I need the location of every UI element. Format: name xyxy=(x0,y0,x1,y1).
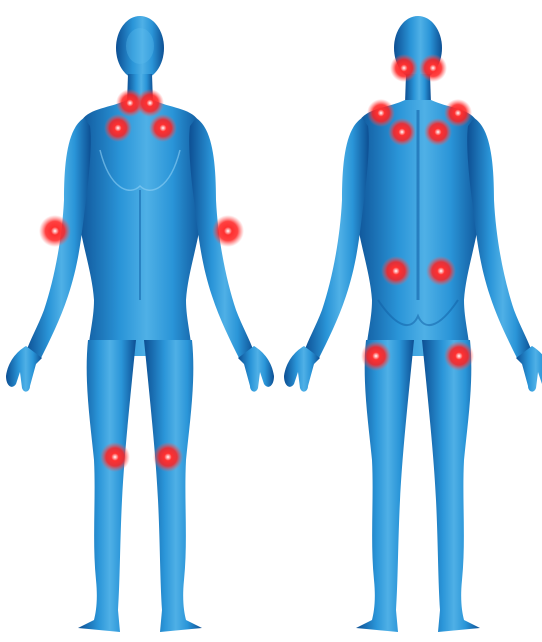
tender-point-occiput-right xyxy=(419,54,447,82)
tender-point-elbow-right xyxy=(212,215,244,247)
tender-point-upper-chest-left xyxy=(104,114,132,142)
tender-point-greater-trochanter-right xyxy=(444,341,474,371)
tender-point-supraspinatus-right xyxy=(424,118,452,146)
tender-point-knee-right xyxy=(153,442,183,472)
tender-point-supraspinatus-left xyxy=(388,118,416,146)
tender-point-gluteal-left xyxy=(381,256,411,286)
tender-point-occiput-left xyxy=(390,54,418,82)
tender-point-upper-chest-right xyxy=(149,114,177,142)
tender-point-greater-trochanter-left xyxy=(361,341,391,371)
tender-point-trapezius-left xyxy=(367,99,395,127)
back-figure xyxy=(284,16,542,632)
tender-point-knee-left xyxy=(100,442,130,472)
tender-point-gluteal-right xyxy=(426,256,456,286)
tender-point-elbow-left xyxy=(39,215,71,247)
tender-point-neck-right xyxy=(136,89,164,117)
